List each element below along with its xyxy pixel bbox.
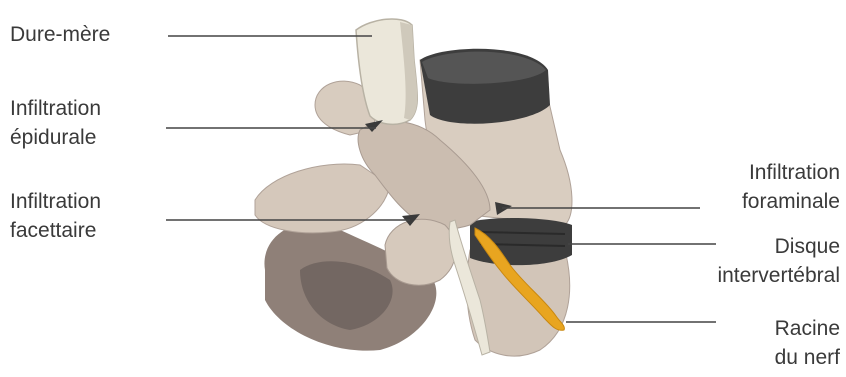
label-root-line2: du nerf — [775, 343, 840, 372]
label-root: Racine du nerf — [775, 314, 840, 372]
label-facet: Infiltration facettaire — [10, 187, 101, 245]
facet-joint — [385, 219, 456, 285]
label-epidural-line1: Infiltration — [10, 94, 101, 123]
label-epidural-line2: épidurale — [10, 123, 101, 152]
label-foraminal: Infiltration foraminale — [742, 158, 840, 216]
label-dura-text: Dure-mère — [10, 20, 110, 49]
label-dura: Dure-mère — [10, 20, 110, 49]
label-root-line1: Racine — [775, 314, 840, 343]
label-epidural: Infiltration épidurale — [10, 94, 101, 152]
label-disc-line1: Disque — [717, 232, 840, 261]
transverse-process — [255, 164, 390, 233]
label-foraminal-line2: foraminale — [742, 187, 840, 216]
label-facet-line1: Infiltration — [10, 187, 101, 216]
label-disc-line2: intervertébral — [717, 261, 840, 290]
label-disc: Disque intervertébral — [717, 232, 840, 290]
label-foraminal-line1: Infiltration — [742, 158, 840, 187]
label-facet-line2: facettaire — [10, 216, 101, 245]
